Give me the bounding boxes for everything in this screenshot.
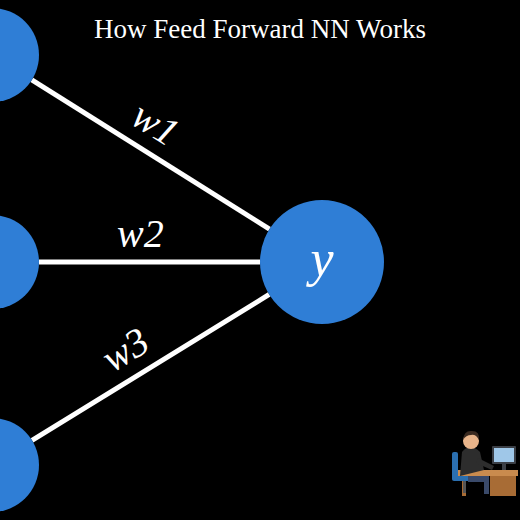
person-beard <box>465 444 477 449</box>
diagram-title: How Feed Forward NN Works <box>0 14 520 45</box>
chair-back <box>452 452 458 480</box>
weight-connection <box>32 294 269 440</box>
desk-leg <box>462 476 466 496</box>
desk-drawer <box>490 476 516 496</box>
neuron-circle <box>0 418 39 512</box>
person-shin <box>484 476 489 494</box>
desk-top <box>458 470 518 476</box>
weight-label: w2 <box>117 214 164 254</box>
chair-post <box>463 481 466 493</box>
neuron-label: y <box>310 233 333 285</box>
person-hair <box>463 431 479 440</box>
monitor <box>492 446 516 464</box>
weight-connection <box>32 80 270 229</box>
monitor-stand <box>502 464 506 470</box>
person-body <box>460 447 484 476</box>
weight-connection <box>39 260 260 265</box>
chair-seat <box>452 476 478 481</box>
neuron-circle <box>0 215 39 309</box>
person-legs <box>468 476 488 482</box>
neuron-circle: y <box>260 200 384 324</box>
person-arm <box>476 458 494 470</box>
person-head <box>463 433 479 449</box>
monitor-screen <box>494 448 514 462</box>
neuron-circle <box>0 8 39 102</box>
